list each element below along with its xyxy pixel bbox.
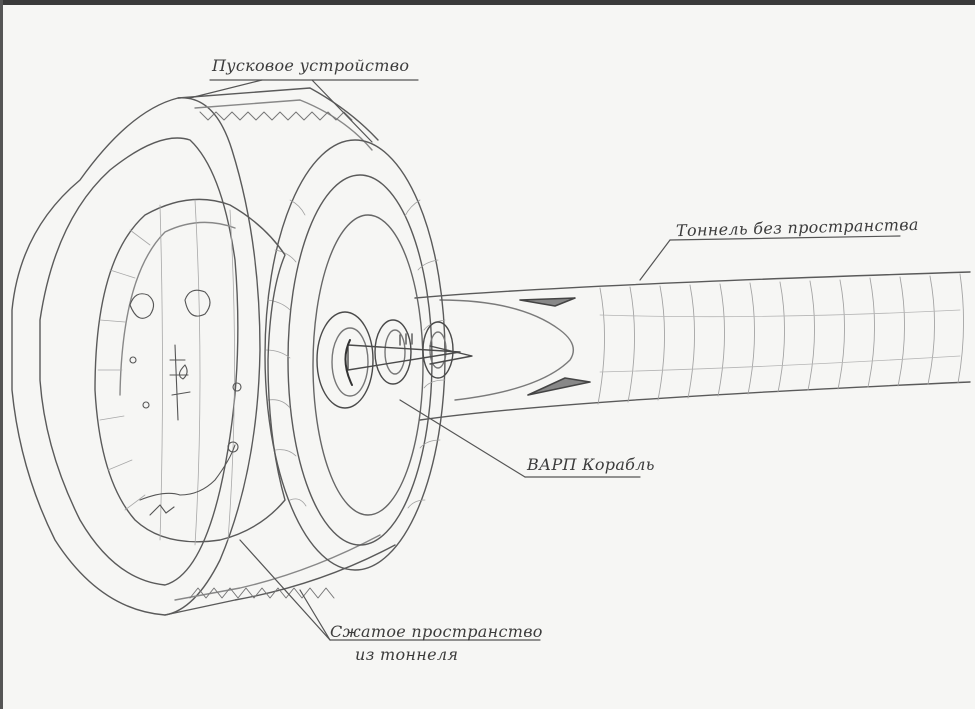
surface-details: [129, 289, 242, 516]
tunnel: [414, 271, 971, 421]
tunnel-rings: [597, 273, 965, 405]
label-warp-ship: ВАРП Корабль: [527, 455, 655, 474]
launcher-device: [11, 87, 446, 616]
leader-lines: [189, 79, 901, 641]
flow-arrow-icon: [519, 297, 591, 396]
label-compressed-space-line2: из тоннеля: [355, 645, 459, 664]
scan-left-edge: [0, 0, 3, 709]
warp-ship: [316, 311, 473, 409]
label-compressed-space: Сжатое пространство: [330, 622, 543, 641]
label-launcher: Пусковое устройство: [212, 56, 410, 75]
scan-top-edge: [0, 0, 975, 5]
rear-disc-hatching: [97, 199, 235, 546]
front-ring-hatching: [265, 199, 446, 509]
